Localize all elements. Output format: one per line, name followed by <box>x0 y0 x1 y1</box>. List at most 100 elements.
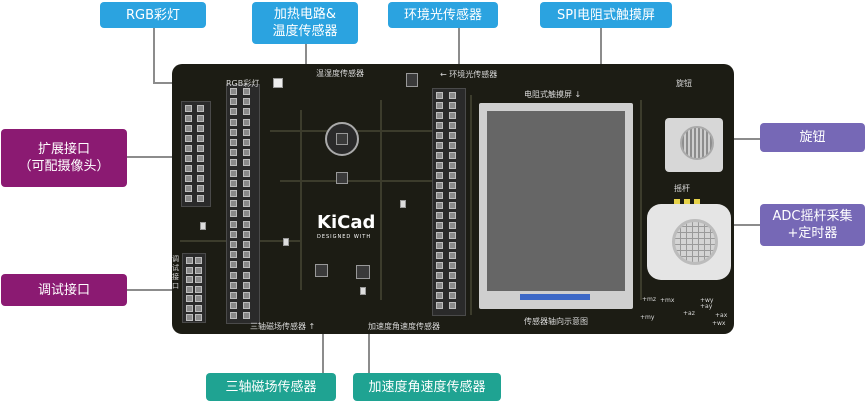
header-pin <box>230 210 237 218</box>
header-pin <box>436 222 443 229</box>
header-pin <box>195 314 202 321</box>
header-pin <box>436 182 443 189</box>
header-pin <box>449 112 456 119</box>
header-pin <box>230 312 237 320</box>
header-pin <box>449 302 456 309</box>
axis-ay: +ay <box>700 303 713 310</box>
silk-debug: 调试接口 <box>172 255 179 290</box>
header-pin <box>449 182 456 189</box>
leader-rgb <box>153 23 155 83</box>
header-pin <box>436 92 443 99</box>
header-pin <box>197 195 204 202</box>
callout-accel-gyro: 加速度角速度传感器 <box>353 373 501 401</box>
ambient-light-chip <box>406 73 418 87</box>
header-pin <box>186 314 193 321</box>
header-pin <box>197 165 204 172</box>
header-pin <box>449 122 456 129</box>
header-pin <box>243 210 250 218</box>
trace <box>300 110 302 290</box>
header-pin <box>243 271 250 279</box>
header-pin <box>436 272 443 279</box>
header-pin <box>230 88 237 95</box>
callout-ambient-light: 环境光传感器 <box>388 2 498 28</box>
smd-part <box>200 222 206 230</box>
leader-spi <box>600 24 602 74</box>
header-pin <box>186 266 193 274</box>
header-pin <box>230 139 237 146</box>
joystick-knob <box>672 219 718 265</box>
header-pin <box>243 200 250 208</box>
header-pin <box>186 304 193 312</box>
header-pin <box>243 179 250 187</box>
joystick-led <box>674 199 680 205</box>
header-pin <box>185 125 192 132</box>
header-pin <box>195 295 202 302</box>
header-pin <box>243 281 250 289</box>
callout-rgb-light: RGB彩灯 <box>100 2 206 28</box>
header-pin <box>243 149 250 157</box>
header-pin <box>436 142 443 149</box>
axis-mz: +mz <box>642 296 657 303</box>
header-pin <box>449 192 456 199</box>
transistor <box>336 172 348 184</box>
callout-expansion: 扩展接口 （可配摄像头） <box>1 129 127 187</box>
header-pin <box>243 118 250 126</box>
header-pin <box>185 165 192 172</box>
silk-accel-gyro: 加速度角速度传感器 <box>368 322 440 331</box>
header-pin <box>243 241 250 248</box>
header-pin <box>230 292 237 299</box>
header-pin <box>449 142 456 149</box>
axis-az: +az <box>683 310 695 317</box>
header-pin <box>230 149 237 157</box>
silk-knob: 旋钮 <box>676 79 692 88</box>
axis-my: +my <box>640 314 655 321</box>
header-pin <box>436 112 443 119</box>
header-pin <box>449 282 456 289</box>
kicad-logo: KiCad <box>317 212 376 233</box>
axis-wx: +wx <box>712 320 726 327</box>
magnetometer-chip <box>315 264 328 277</box>
trace <box>470 95 472 315</box>
silk-humidity-temp: 温湿度传感器 <box>316 69 364 78</box>
header-pin <box>449 272 456 279</box>
header-pin <box>243 292 250 299</box>
touch-screen-flex-cable <box>520 294 590 300</box>
callout-spi-touch: SPI电阻式触摸屏 <box>540 2 672 28</box>
header-pin <box>230 281 237 289</box>
header-pin <box>197 115 204 122</box>
header-pin <box>230 261 237 269</box>
header-pin <box>243 302 250 310</box>
header-pin <box>436 302 443 309</box>
header-pin <box>185 115 192 122</box>
callout-adc-joystick: ADC摇杆采集 +定时器 <box>760 204 865 246</box>
axis-ax: +ax <box>715 312 728 319</box>
trace <box>380 100 382 300</box>
header-pin <box>230 241 237 248</box>
header-pin <box>185 195 192 202</box>
header-pin <box>436 152 443 159</box>
header-pin <box>230 190 237 197</box>
silk-touch-screen: 电阻式触摸屏 ↓ <box>524 90 582 99</box>
header-pin <box>243 139 250 146</box>
header-pin <box>243 261 250 269</box>
header-pin <box>436 232 443 239</box>
accel-gyro-chip <box>356 265 370 279</box>
header-pin <box>230 220 237 228</box>
header-pin <box>449 162 456 169</box>
header-pin <box>185 175 192 182</box>
header-pin <box>436 252 443 259</box>
header-pin <box>243 88 250 95</box>
header-pin <box>230 251 237 259</box>
header-pin <box>436 122 443 129</box>
header-pin <box>436 282 443 289</box>
silk-axis-diagram: 传感器轴向示意图 <box>524 317 588 326</box>
header-pin <box>195 276 202 283</box>
smd-part <box>360 287 366 295</box>
header-pin <box>449 292 456 299</box>
touch-screen <box>487 111 625 291</box>
silk-magnetometer: 三轴磁场传感器 ↑ <box>250 322 316 331</box>
trace <box>280 180 440 182</box>
smd-part <box>283 238 289 246</box>
header-pin <box>449 252 456 259</box>
header-pin <box>436 212 443 219</box>
